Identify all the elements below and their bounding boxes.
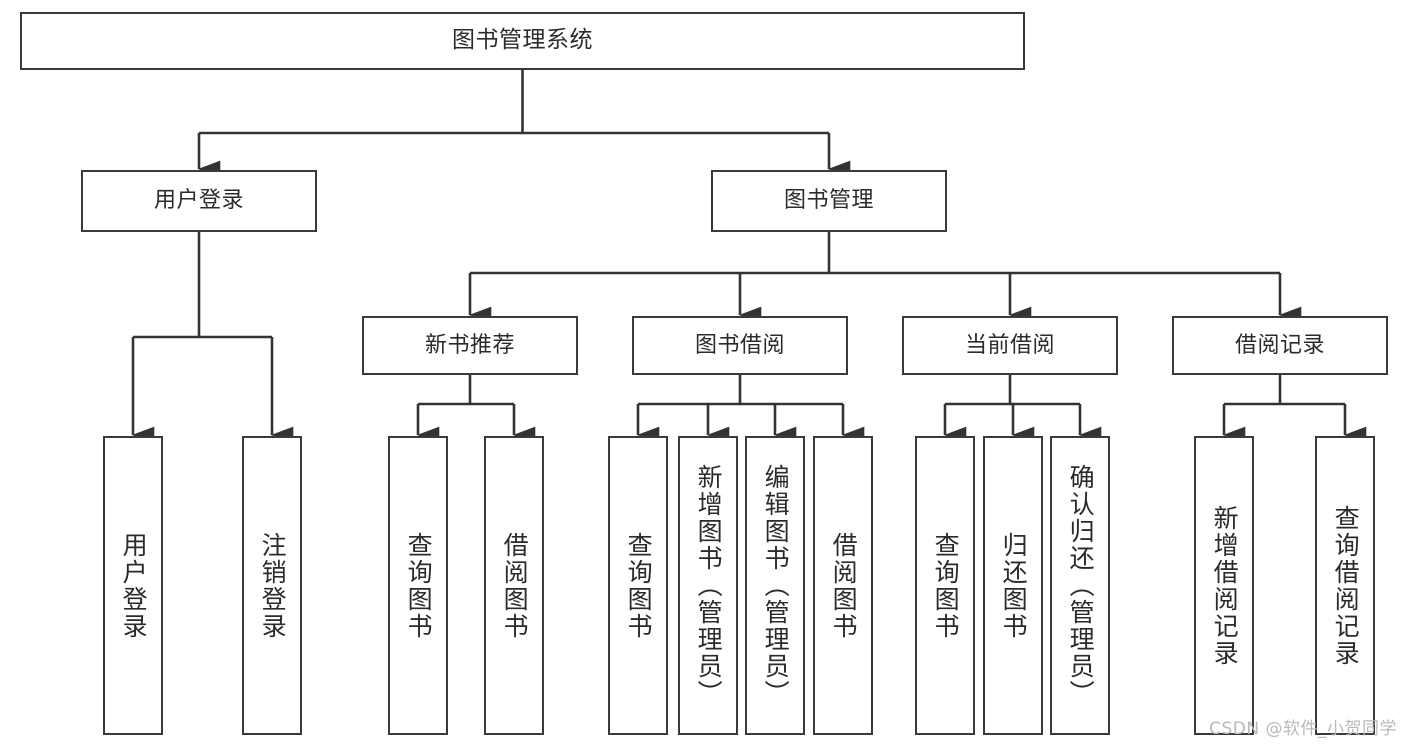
node-book-management[interactable]: 图书管理: [711, 170, 947, 232]
node-leaf-add-borrow-record[interactable]: 新增借阅记录: [1194, 436, 1254, 735]
node-label: 编辑图书（管理员）: [761, 464, 791, 707]
node-borrowing-record[interactable]: 借阅记录: [1172, 316, 1388, 375]
node-label: 图书管理: [783, 188, 874, 214]
node-label: 注销登录: [258, 531, 288, 640]
node-label: 借阅记录: [1234, 332, 1325, 358]
node-leaf-borrow-book-2[interactable]: 借阅图书: [813, 436, 873, 735]
node-leaf-query-book-1[interactable]: 查询图书: [388, 436, 448, 735]
node-label: 归还图书: [999, 531, 1029, 640]
node-label: 查询图书: [404, 531, 434, 640]
node-label: 借阅图书: [500, 531, 530, 640]
connector-edges: [131, 70, 1367, 444]
node-leaf-logout[interactable]: 注销登录: [242, 436, 302, 735]
node-label: 确认归还（管理员）: [1066, 464, 1096, 707]
node-label: 图书借阅: [694, 332, 785, 358]
node-label: 新增借阅记录: [1210, 504, 1240, 667]
node-label: 借阅图书: [829, 531, 859, 640]
node-label: 查询图书: [624, 531, 654, 640]
csdn-watermark: CSDN @软件_小贺同学: [1209, 719, 1397, 739]
node-current-borrowing[interactable]: 当前借阅: [902, 316, 1118, 375]
node-leaf-user-login[interactable]: 用户登录: [103, 436, 163, 735]
node-leaf-query-borrow-record[interactable]: 查询借阅记录: [1315, 436, 1375, 735]
node-leaf-query-book-3[interactable]: 查询图书: [915, 436, 975, 735]
node-label: 当前借阅: [964, 332, 1055, 358]
node-label: 新书推荐: [424, 332, 515, 358]
node-label: 新增图书（管理员）: [694, 464, 724, 707]
node-root-system[interactable]: 图书管理系统: [20, 12, 1025, 70]
node-leaf-add-book-admin[interactable]: 新增图书（管理员）: [678, 436, 738, 735]
node-label: 用户登录: [153, 188, 244, 214]
node-leaf-borrow-book-1[interactable]: 借阅图书: [484, 436, 544, 735]
node-book-borrowing[interactable]: 图书借阅: [632, 316, 848, 375]
node-label: 图书管理系统: [452, 27, 593, 54]
node-label: 用户登录: [119, 531, 149, 640]
node-new-book-recommendation[interactable]: 新书推荐: [362, 316, 578, 375]
node-leaf-edit-book-admin[interactable]: 编辑图书（管理员）: [745, 436, 805, 735]
node-leaf-query-book-2[interactable]: 查询图书: [608, 436, 668, 735]
node-leaf-return-book[interactable]: 归还图书: [983, 436, 1043, 735]
node-label: 查询图书: [931, 531, 961, 640]
node-leaf-confirm-return-admin[interactable]: 确认归还（管理员）: [1050, 436, 1110, 735]
node-label: 查询借阅记录: [1331, 504, 1361, 667]
node-user-login[interactable]: 用户登录: [81, 170, 317, 232]
